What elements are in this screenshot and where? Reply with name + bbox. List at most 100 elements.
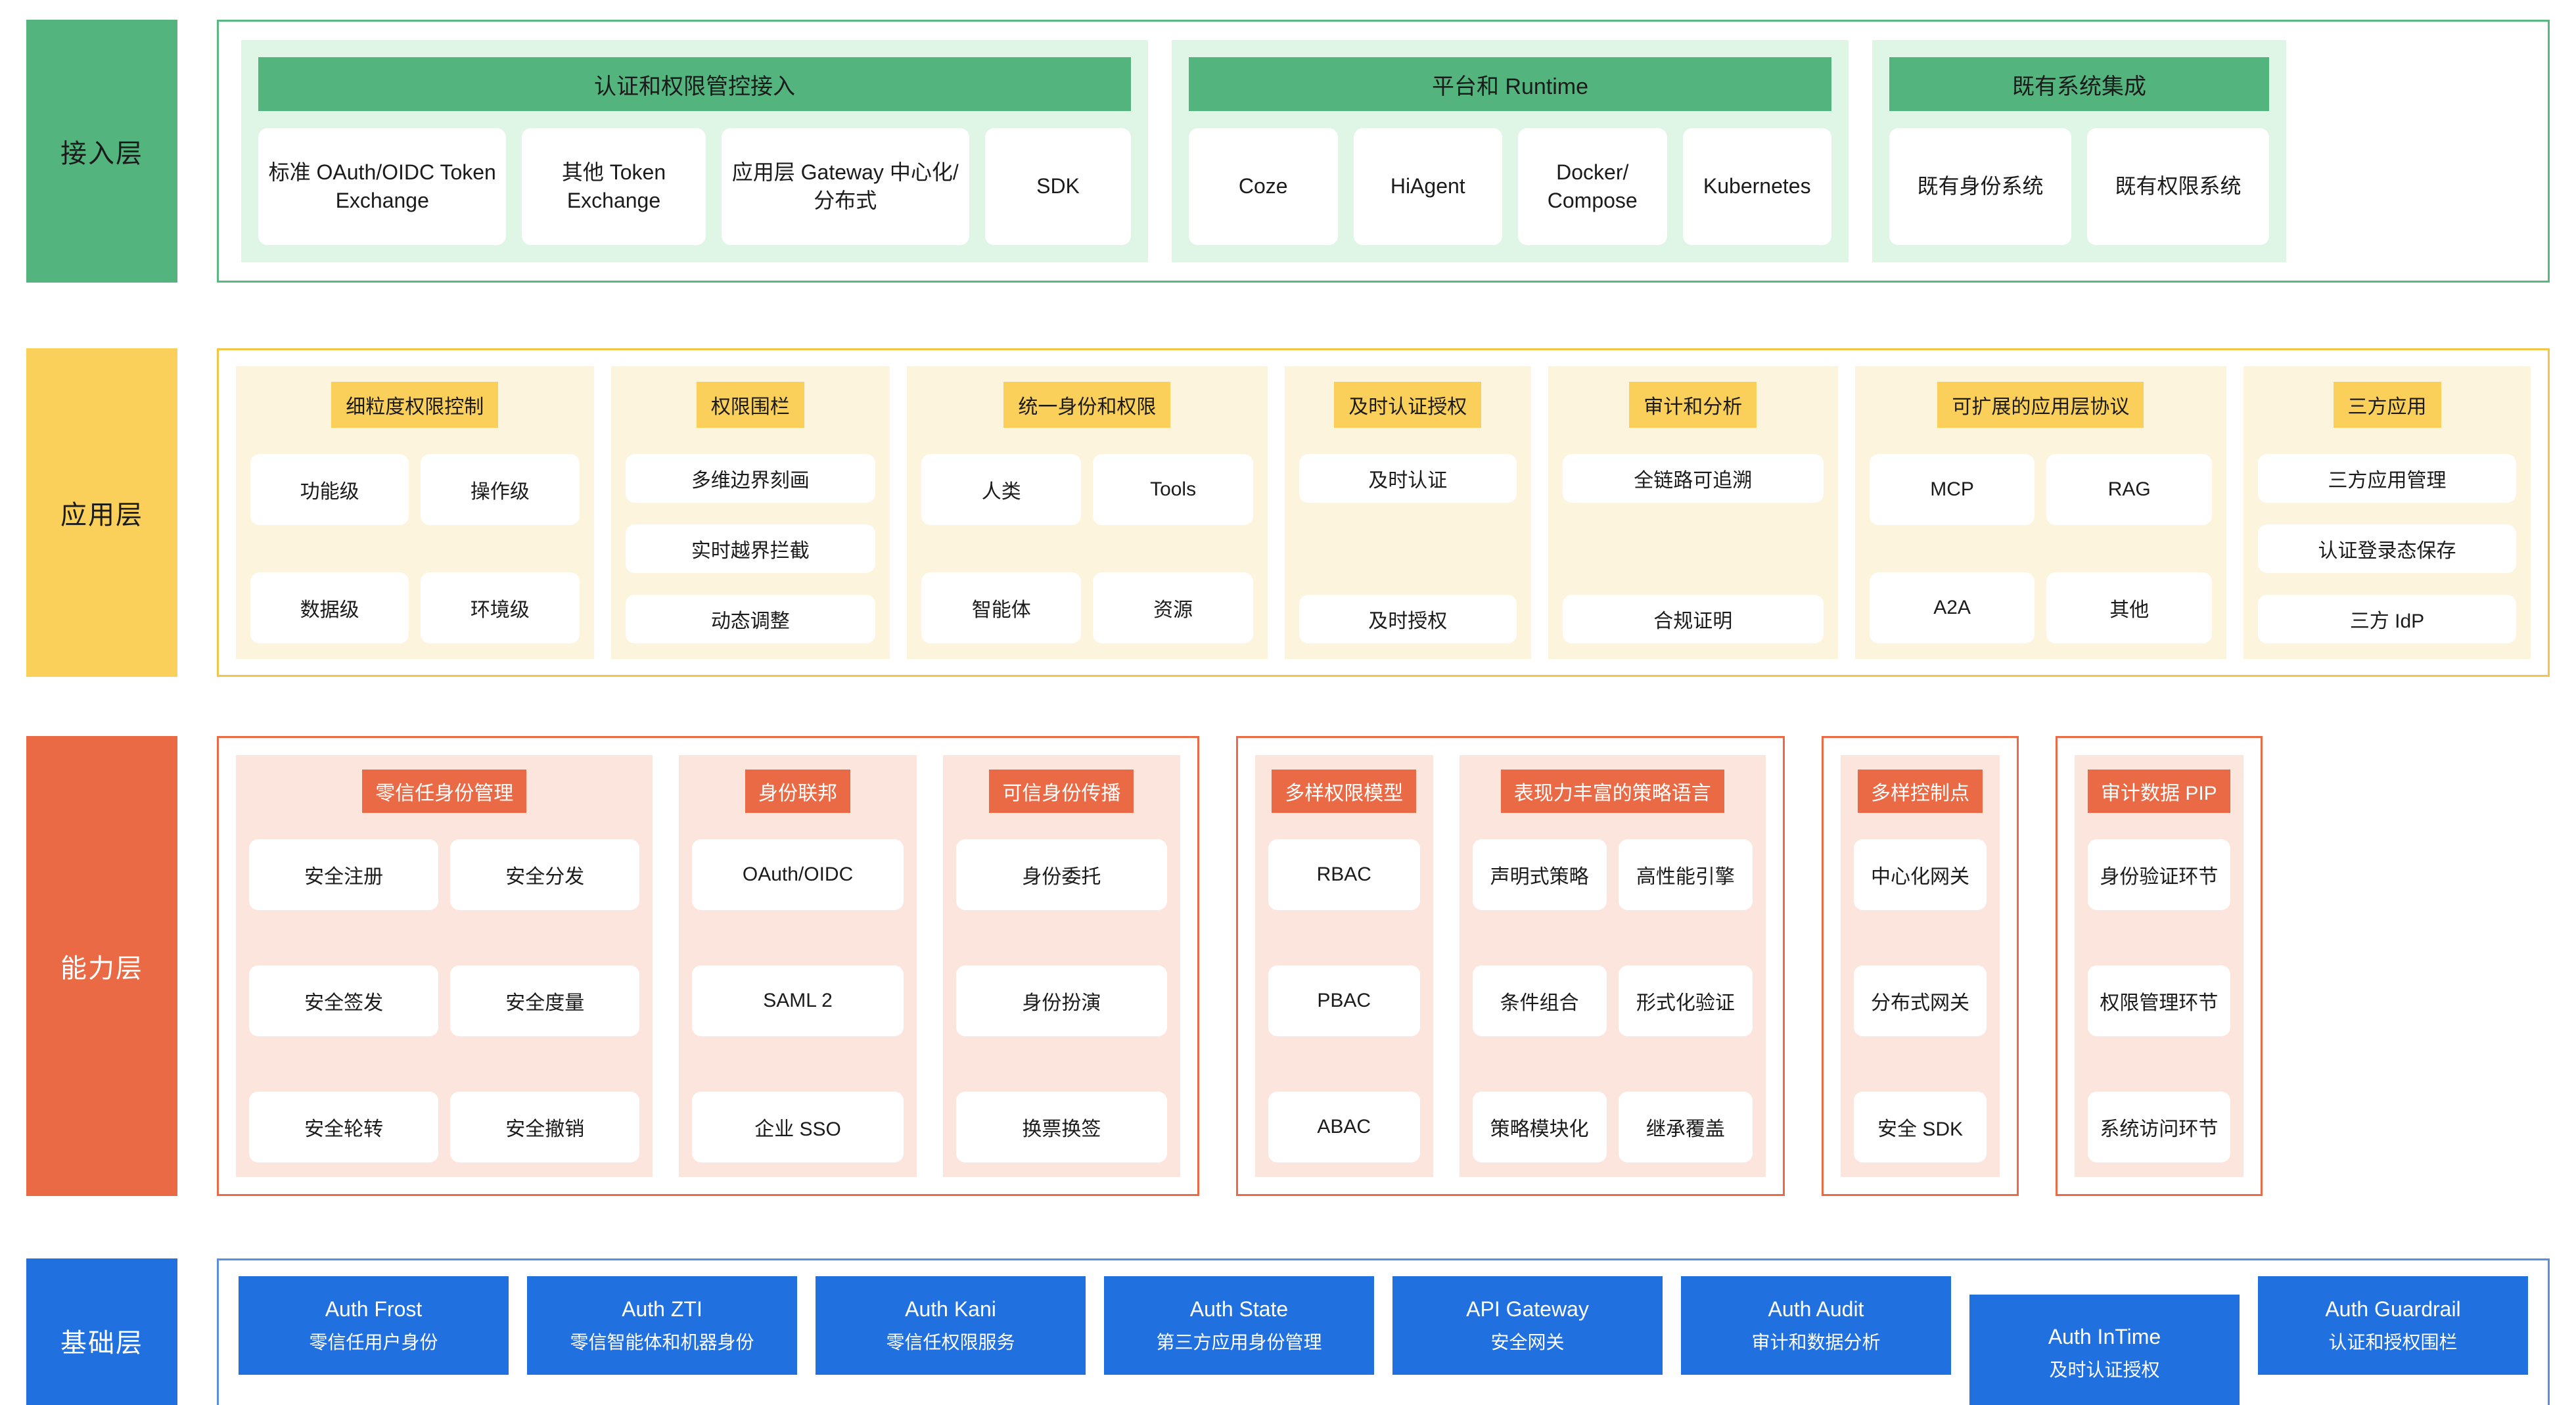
application-item-list: 全链路可追溯 合规证明 bbox=[1562, 454, 1824, 643]
capability-item[interactable]: 分布式网关 bbox=[1854, 965, 1987, 1036]
access-group-title: 平台和 Runtime bbox=[1189, 57, 1831, 111]
application-item[interactable]: A2A bbox=[1869, 572, 2035, 643]
capability-item[interactable]: 安全分发 bbox=[450, 839, 640, 910]
capability-item[interactable]: 高性能引擎 bbox=[1618, 839, 1753, 910]
access-card[interactable]: 其他 Token Exchange bbox=[522, 128, 706, 245]
foundation-card-auth-audit[interactable]: Auth Audit 审计和数据分析 bbox=[1681, 1276, 1951, 1375]
application-item-list: 人类 Tools 智能体 资源 bbox=[921, 454, 1253, 643]
capability-item-list: RBAC PBAC ABAC bbox=[1268, 839, 1420, 1163]
application-item[interactable]: 三方 IdP bbox=[2258, 595, 2516, 643]
application-item[interactable]: 全链路可追溯 bbox=[1562, 454, 1824, 503]
foundation-card-name: Auth State bbox=[1189, 1297, 1289, 1321]
foundation-card-name: Auth InTime bbox=[2048, 1324, 2161, 1348]
capability-item[interactable]: 安全注册 bbox=[249, 839, 439, 910]
application-column-title: 权限围栏 bbox=[696, 382, 804, 428]
access-group-runtime: 平台和 Runtime Coze HiAgent Docker/ Compose… bbox=[1172, 40, 1849, 262]
capability-item[interactable]: ABAC bbox=[1268, 1092, 1420, 1163]
application-item[interactable]: 及时授权 bbox=[1299, 595, 1517, 643]
access-card[interactable]: SDK bbox=[984, 128, 1132, 245]
foundation-card-name: Auth Frost bbox=[325, 1297, 423, 1321]
application-item[interactable]: 人类 bbox=[921, 454, 1082, 525]
capability-item[interactable]: 策略模块化 bbox=[1472, 1092, 1607, 1163]
access-card[interactable]: 既有身份系统 bbox=[1889, 128, 2071, 245]
access-layer-row: 接入层 认证和权限管控接入 标准 OAuth/OIDC Token Exchan… bbox=[26, 20, 2550, 283]
application-column-title: 统一身份和权限 bbox=[1003, 382, 1171, 428]
capability-column-identity-propagation: 可信身份传播 身份委托 身份扮演 换票换签 bbox=[942, 755, 1180, 1177]
capability-item[interactable]: 换票换签 bbox=[955, 1092, 1167, 1163]
capability-item[interactable]: 身份委托 bbox=[955, 839, 1167, 910]
application-item-list: 及时认证 及时授权 bbox=[1299, 454, 1517, 643]
capability-item[interactable]: 安全度量 bbox=[450, 965, 640, 1036]
application-item[interactable]: MCP bbox=[1869, 454, 2035, 525]
application-item[interactable]: RAG bbox=[2046, 454, 2213, 525]
capability-item[interactable]: 安全撤销 bbox=[450, 1092, 640, 1163]
foundation-layer-tag: 基础层 bbox=[26, 1258, 177, 1405]
capability-column-policy-language: 表现力丰富的策略语言 声明式策略 高性能引擎 条件组合 形式化验证 策略模块化 … bbox=[1459, 755, 1766, 1177]
capability-item[interactable]: 安全签发 bbox=[249, 965, 439, 1036]
access-card[interactable]: 标准 OAuth/OIDC Token Exchange bbox=[258, 128, 507, 245]
capability-item[interactable]: SAML 2 bbox=[692, 965, 904, 1036]
access-card[interactable]: Coze bbox=[1189, 128, 1338, 245]
foundation-card-auth-zti[interactable]: Auth ZTI 零信智能体和机器身份 bbox=[527, 1276, 797, 1375]
application-item[interactable]: 及时认证 bbox=[1299, 454, 1517, 503]
access-card[interactable]: HiAgent bbox=[1353, 128, 1502, 245]
capability-item[interactable]: 企业 SSO bbox=[692, 1092, 904, 1163]
capability-item[interactable]: RBAC bbox=[1268, 839, 1420, 910]
access-card[interactable]: Docker/ Compose bbox=[1518, 128, 1667, 245]
capability-item[interactable]: 继承覆盖 bbox=[1618, 1092, 1753, 1163]
application-item[interactable]: 智能体 bbox=[921, 572, 1082, 643]
application-column-unified-identity: 统一身份和权限 人类 Tools 智能体 资源 bbox=[907, 366, 1268, 659]
application-column-audit: 审计和分析 全链路可追溯 合规证明 bbox=[1548, 366, 1838, 659]
access-card-list: Coze HiAgent Docker/ Compose Kubernetes bbox=[1189, 128, 1831, 245]
capability-column-zero-trust-identity: 零信任身份管理 安全注册 安全分发 安全签发 安全度量 安全轮转 安全撤销 bbox=[236, 755, 653, 1177]
capability-layer-row: 能力层 零信任身份管理 安全注册 安全分发 安全签发 安全度量 安全轮转 安全撤… bbox=[26, 736, 2550, 1196]
foundation-card-api-gateway[interactable]: API Gateway 安全网关 bbox=[1392, 1276, 1663, 1375]
capability-column-title: 多样权限模型 bbox=[1272, 770, 1417, 813]
access-card[interactable]: 既有权限系统 bbox=[2087, 128, 2269, 245]
application-item[interactable]: 操作级 bbox=[421, 454, 580, 525]
foundation-card-auth-frost[interactable]: Auth Frost 零信任用户身份 bbox=[239, 1276, 509, 1375]
application-item[interactable]: 合规证明 bbox=[1562, 595, 1824, 643]
application-item[interactable]: 数据级 bbox=[250, 572, 409, 643]
access-group-title: 既有系统集成 bbox=[1889, 57, 2269, 111]
capability-item[interactable]: 声明式策略 bbox=[1472, 839, 1607, 910]
application-item[interactable]: Tools bbox=[1093, 454, 1253, 525]
application-item[interactable]: 多维边界刻画 bbox=[625, 454, 876, 503]
capability-item[interactable]: 权限管理环节 bbox=[2088, 965, 2230, 1036]
capability-item-list: 身份验证环节 权限管理环节 系统访问环节 bbox=[2088, 839, 2230, 1163]
application-column-title: 可扩展的应用层协议 bbox=[1937, 382, 2144, 428]
foundation-card-auth-kani[interactable]: Auth Kani 零信任权限服务 bbox=[816, 1276, 1086, 1375]
capability-item[interactable]: PBAC bbox=[1268, 965, 1420, 1036]
foundation-card-desc: 认证和授权围栏 bbox=[2328, 1331, 2458, 1352]
capability-group-audit-pip: 审计数据 PIP 身份验证环节 权限管理环节 系统访问环节 bbox=[2056, 736, 2263, 1196]
capability-item[interactable]: 系统访问环节 bbox=[2088, 1092, 2230, 1163]
capability-item[interactable]: 形式化验证 bbox=[1618, 965, 1753, 1036]
application-item[interactable]: 环境级 bbox=[421, 572, 580, 643]
application-item[interactable]: 实时越界拦截 bbox=[625, 524, 876, 573]
application-item[interactable]: 认证登录态保存 bbox=[2258, 524, 2516, 573]
application-item[interactable]: 其他 bbox=[2046, 572, 2213, 643]
application-column-title: 三方应用 bbox=[2333, 382, 2441, 428]
application-item[interactable]: 动态调整 bbox=[625, 595, 876, 643]
capability-item[interactable]: 安全轮转 bbox=[249, 1092, 439, 1163]
foundation-card-desc: 零信智能体和机器身份 bbox=[570, 1331, 754, 1352]
foundation-card-desc: 零信任用户身份 bbox=[309, 1331, 438, 1352]
capability-layer-tag: 能力层 bbox=[26, 736, 177, 1196]
application-item[interactable]: 三方应用管理 bbox=[2258, 454, 2516, 503]
capability-item[interactable]: 条件组合 bbox=[1472, 965, 1607, 1036]
capability-group-identity: 零信任身份管理 安全注册 安全分发 安全签发 安全度量 安全轮转 安全撤销 身份… bbox=[217, 736, 1199, 1196]
application-item[interactable]: 功能级 bbox=[250, 454, 409, 525]
capability-item[interactable]: 安全 SDK bbox=[1854, 1092, 1987, 1163]
application-item[interactable]: 资源 bbox=[1093, 572, 1253, 643]
capability-item[interactable]: 身份验证环节 bbox=[2088, 839, 2230, 910]
capability-item[interactable]: OAuth/OIDC bbox=[692, 839, 904, 910]
foundation-card-auth-guardrail[interactable]: Auth Guardrail 认证和授权围栏 bbox=[2258, 1276, 2528, 1375]
foundation-card-auth-state[interactable]: Auth State 第三方应用身份管理 bbox=[1104, 1276, 1374, 1375]
foundation-card-auth-intime[interactable]: Auth InTime 及时认证授权 bbox=[1969, 1295, 2240, 1405]
access-card[interactable]: 应用层 Gateway 中心化/分布式 bbox=[721, 128, 969, 245]
application-column-title: 细粒度权限控制 bbox=[331, 382, 499, 428]
capability-item[interactable]: 中心化网关 bbox=[1854, 839, 1987, 910]
application-item-list: MCP RAG A2A 其他 bbox=[1869, 454, 2213, 643]
access-card[interactable]: Kubernetes bbox=[1682, 128, 1831, 245]
capability-item[interactable]: 身份扮演 bbox=[955, 965, 1167, 1036]
